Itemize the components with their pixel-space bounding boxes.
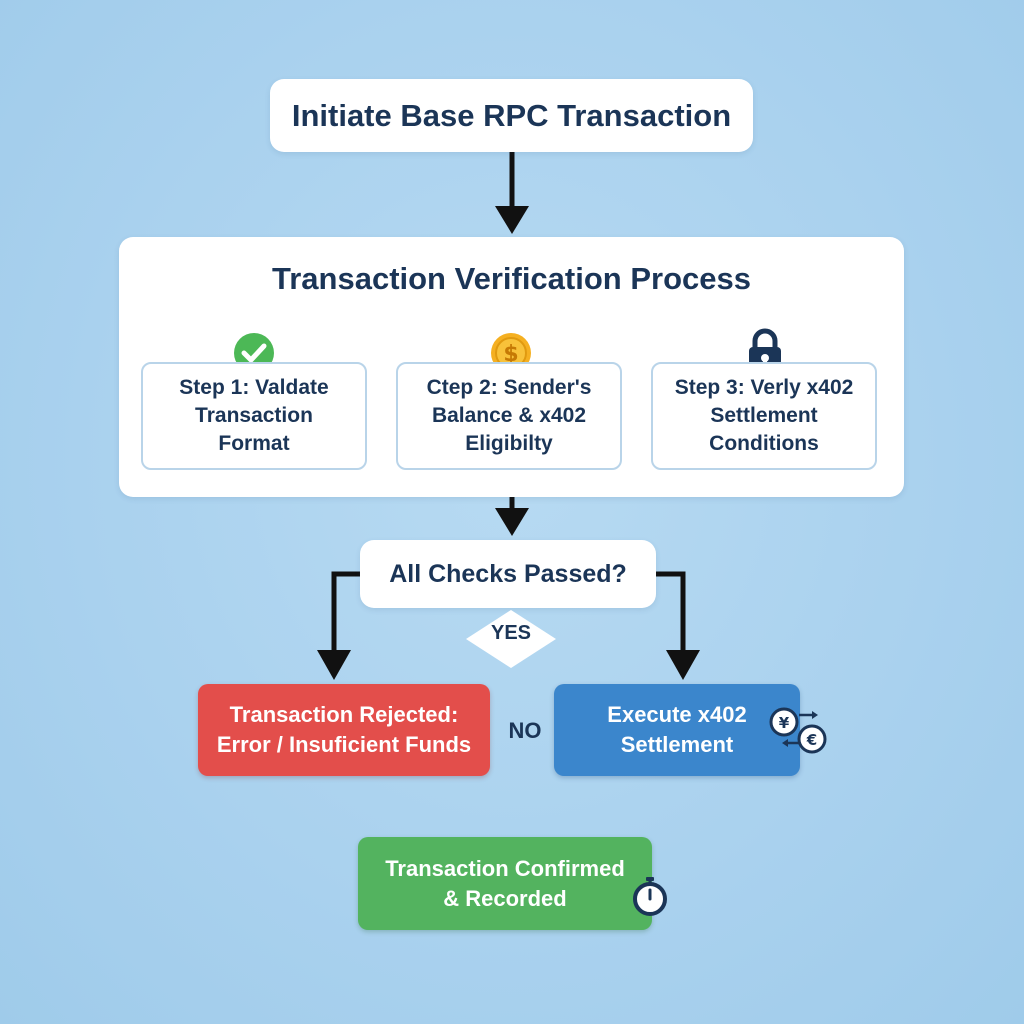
step-1-card: Step 1: Valdate Transaction Format xyxy=(141,362,367,470)
decision-question: All Checks Passed? xyxy=(389,559,627,588)
execute-node: Execute x402 Settlement xyxy=(554,684,800,776)
confirmed-label: Transaction Confirmed & Recorded xyxy=(385,855,625,911)
yes-diamond xyxy=(466,610,556,668)
decision-node: All Checks Passed? xyxy=(360,540,656,608)
svg-text:$: $ xyxy=(503,342,518,367)
arrow-decision-to-execute xyxy=(656,571,686,652)
arrowhead-process-to-decision xyxy=(495,508,529,536)
svg-text:€: € xyxy=(806,731,817,749)
step-2-card: Ctep 2: Sender's Balance & x402 Eligibil… xyxy=(396,362,622,470)
rejected-node: Transaction Rejected: Error / Insuficien… xyxy=(198,684,490,776)
start-node-label: Initiate Base RPC Transaction xyxy=(291,97,732,133)
step-3-card: Step 3: Verly x402 Settlement Conditions xyxy=(651,362,877,470)
arrowhead-title-to-process xyxy=(495,206,529,234)
execute-label: Execute x402 Settlement xyxy=(607,702,747,757)
verification-process-panel: Transaction Verification Process $ Step … xyxy=(119,237,904,497)
currency-exchange-icon: ¥ € xyxy=(769,707,827,754)
stopwatch-icon xyxy=(633,877,667,916)
arrow-decision-to-rejected xyxy=(331,571,360,652)
yes-label: YES xyxy=(490,622,532,644)
no-label: NO xyxy=(508,718,542,743)
process-title: Transaction Verification Process xyxy=(272,261,751,296)
arrowhead-decision-to-execute xyxy=(666,650,700,680)
confirmed-node: Transaction Confirmed & Recorded xyxy=(358,837,652,930)
rejected-label: Transaction Rejected: Error / Insuficien… xyxy=(216,702,472,757)
svg-text:¥: ¥ xyxy=(779,714,790,732)
start-node: Initiate Base RPC Transaction xyxy=(270,79,753,152)
arrowhead-decision-to-rejected xyxy=(317,650,351,680)
